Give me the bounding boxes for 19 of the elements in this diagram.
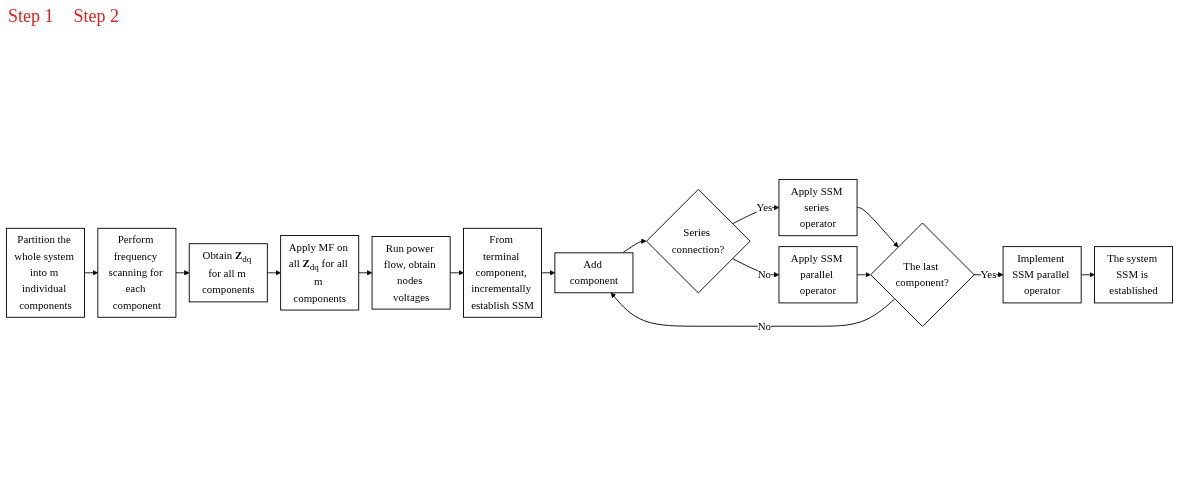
step-label: Step 2 — [73, 6, 120, 27]
node-box: Partition the whole system into m individual components — [5, 227, 85, 318]
node-box: Run power flow, obtain nodes voltages — [371, 236, 451, 310]
step-label: Step 1 — [8, 6, 54, 27]
node-box: The system SSM is established — [1094, 246, 1174, 304]
node-box: Perform frequency scanning for each component — [97, 227, 177, 318]
node-diamond: Series connection? — [646, 189, 751, 294]
node-box: Apply SSM parallel operator — [778, 246, 858, 304]
edge-label: No — [757, 319, 772, 333]
edge-label: Yes — [980, 268, 997, 281]
node-box: Obtain Z$_{dq}$ for all m components — [188, 243, 268, 303]
node-box: Add component — [554, 252, 634, 294]
node-box: Apply SSM series operator — [778, 179, 858, 237]
node-box: Implement SSM parallel operator — [1002, 246, 1082, 304]
edge-label: No — [757, 268, 772, 281]
node-box: From terminal component, incrementally establish SSM — [463, 227, 542, 318]
edge-label: Yes — [756, 201, 773, 214]
node-diamond: The last component? — [870, 222, 975, 328]
node-box: Apply MF on all Z$_{dq}$ for all m components — [280, 235, 360, 311]
